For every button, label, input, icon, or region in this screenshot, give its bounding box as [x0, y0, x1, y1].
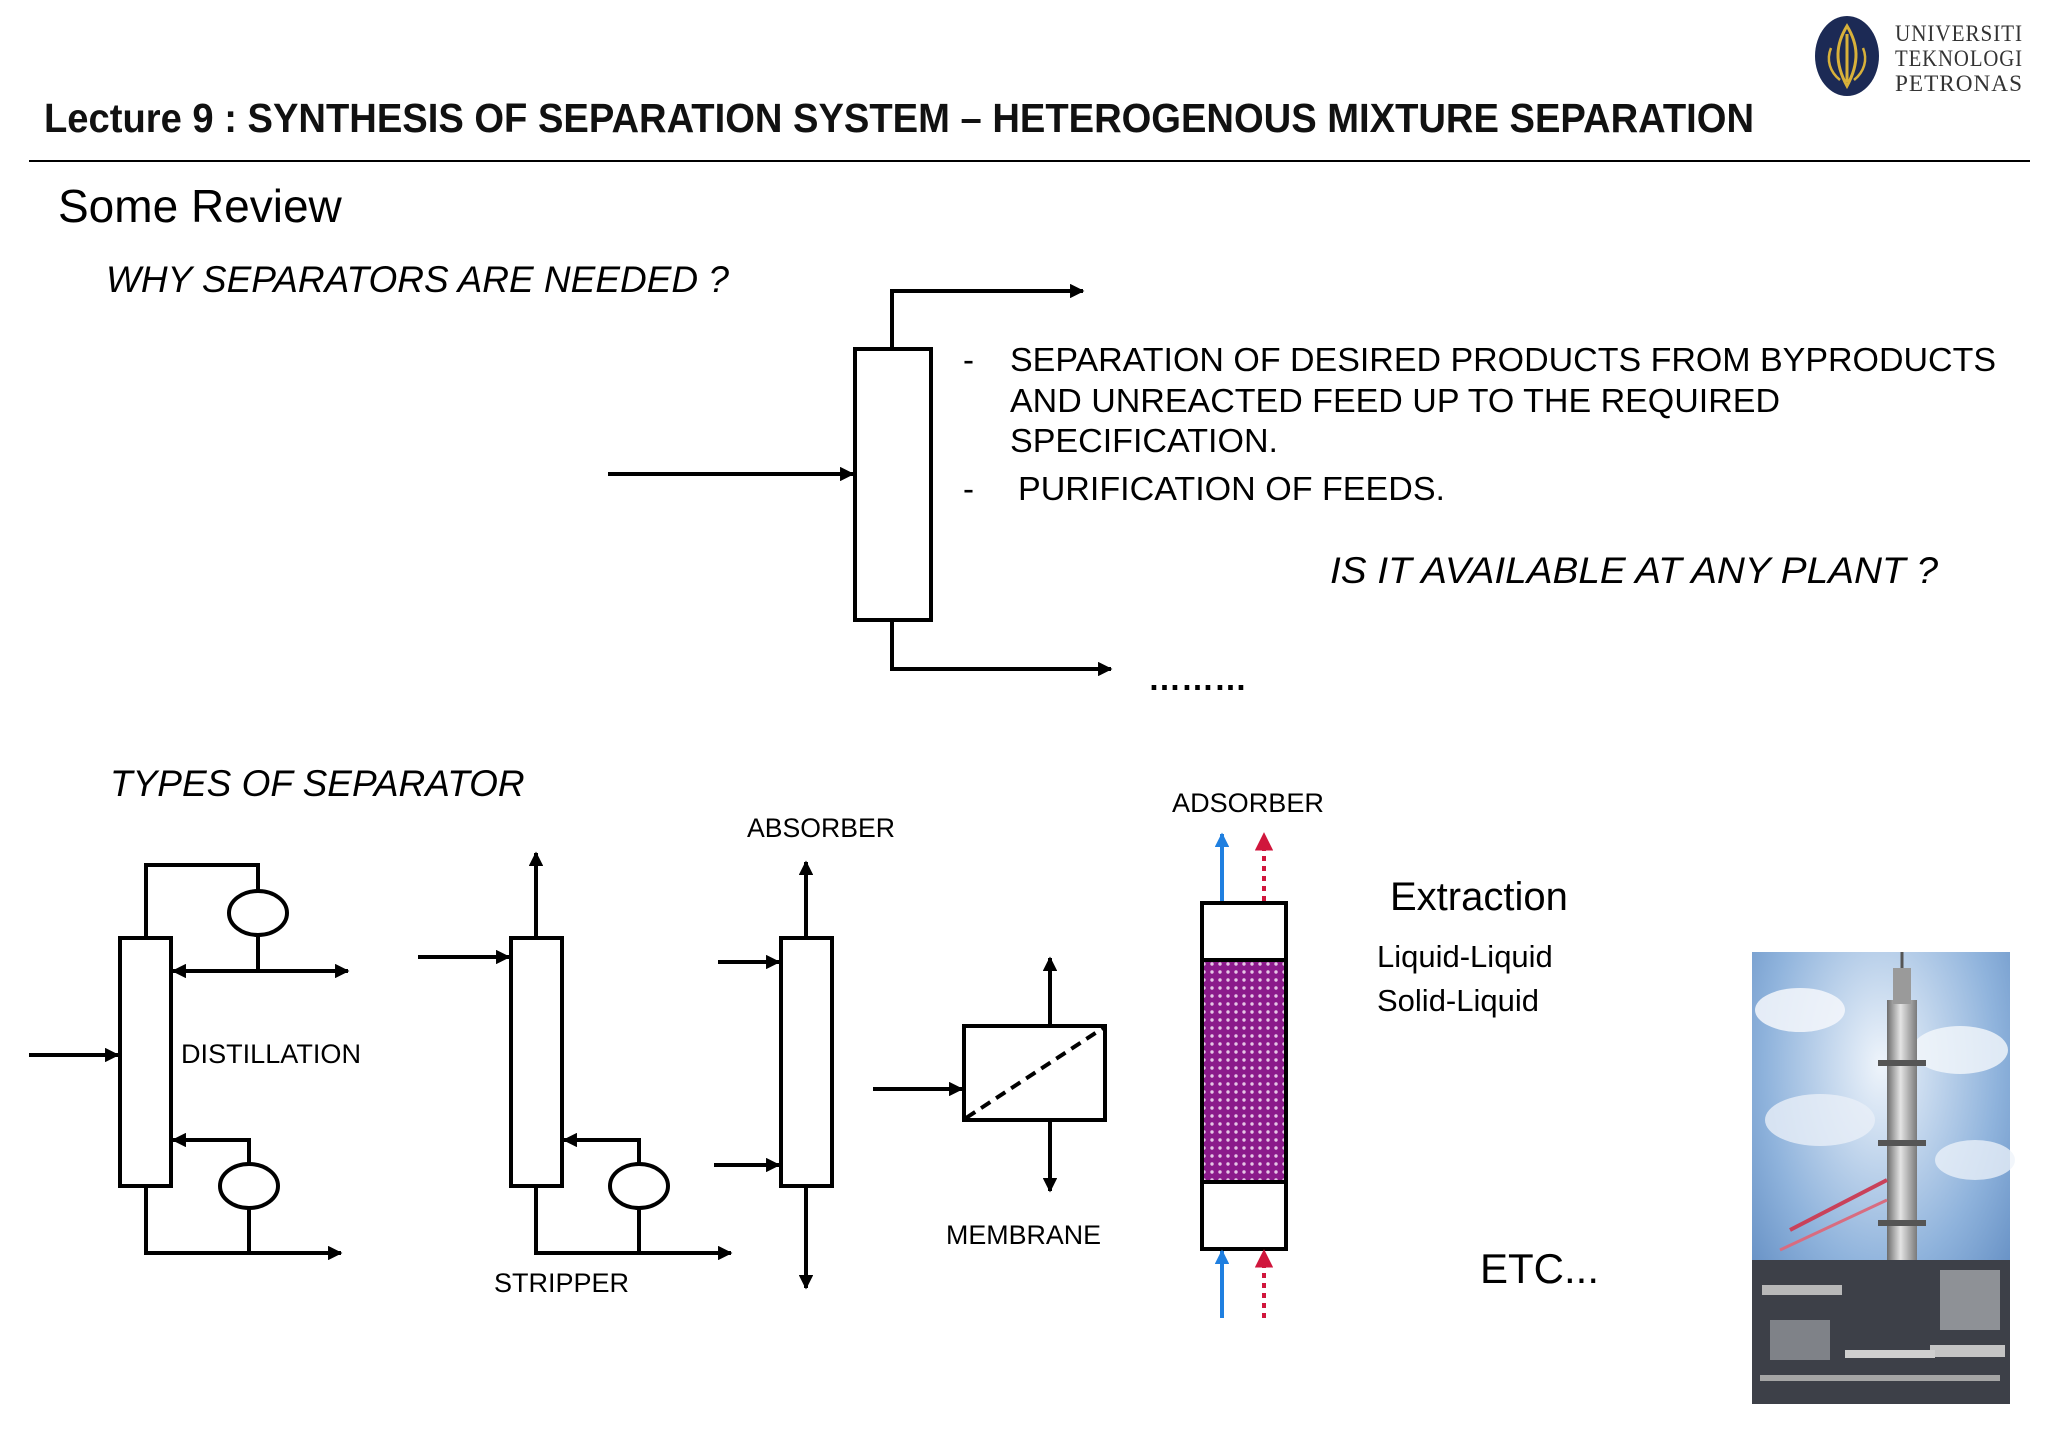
absorber-column [779, 936, 834, 1188]
plant-photo-structure [1762, 1285, 1842, 1295]
plant-photo-structure [1760, 1375, 2000, 1381]
plant-photo-cloud [1935, 1140, 2015, 1180]
plant-photo-pipe [1789, 1178, 1888, 1232]
stripper-column [509, 936, 564, 1188]
review-heading: Some Review [58, 180, 343, 232]
stripper-diagram [418, 851, 733, 1261]
etc-label: ETC... [1480, 1245, 1599, 1292]
plant-photo-platform [1878, 1140, 1926, 1146]
logo-emblem-leaf-right [1853, 47, 1867, 81]
availability-question: IS IT AVAILABLE AT ANY PLANT ? [1330, 550, 1938, 591]
extraction-item-liquid-liquid: Liquid-Liquid [1377, 939, 1553, 974]
condenser-icon [227, 889, 289, 937]
logo-line-1: UNIVERSITI [1895, 21, 2023, 46]
distillation-overhead-line [144, 863, 260, 938]
plant-photo-cloud [1765, 1094, 1875, 1146]
separator-top-product-arrow [890, 283, 1085, 349]
bullet1-line-1: SEPARATION OF DESIRED PRODUCTS FROM BYPR… [1010, 341, 1996, 378]
separator-bottom-product-arrow [890, 620, 1113, 677]
logo-emblem-flame [1836, 23, 1858, 90]
generic-separator [608, 283, 1113, 677]
boilup-line [171, 1132, 251, 1164]
utp-logo: UNIVERSITI TEKNOLOGI PETRONAS [1815, 16, 2023, 96]
plant-photo [1752, 952, 2015, 1404]
review-question: WHY SEPARATORS ARE NEEDED ? [106, 259, 729, 300]
reboiler-icon [218, 1162, 280, 1210]
plant-photo-cloud [1912, 1026, 2008, 1074]
membrane-dashed-line [964, 1026, 1105, 1120]
bullet1-line-2: AND UNREACTED FEED UP TO THE REQUIRED [1010, 382, 1780, 419]
plant-photo-cloud [1755, 988, 1845, 1032]
stripper-label: STRIPPER [494, 1268, 629, 1298]
plant-photo-pipe [1779, 1198, 1888, 1252]
distillation-diagram [29, 863, 350, 1261]
bullet1-line-3: SPECIFICATION. [1010, 422, 1278, 459]
plant-photo-platform [1878, 1060, 1926, 1066]
plant-photo-structure [1940, 1270, 2000, 1330]
ellipsis: ……… [1148, 660, 1247, 697]
extraction-item-solid-liquid: Solid-Liquid [1377, 983, 1539, 1018]
adsorber-packed-bed [1204, 960, 1284, 1182]
adsorber-diagram [1200, 832, 1288, 1318]
distillation-label: DISTILLATION [181, 1039, 361, 1069]
stripper-reboiler-icon [608, 1162, 670, 1210]
bottoms-product-arrow [144, 1186, 343, 1261]
plant-photo-platform [1878, 1220, 1926, 1226]
distillation-column [118, 936, 173, 1188]
separator-column [853, 347, 933, 622]
adsorber-label: ADSORBER [1172, 788, 1324, 818]
membrane-diagram [873, 956, 1107, 1193]
extraction-heading: Extraction [1390, 875, 1568, 919]
types-heading: TYPES OF SEPARATOR [110, 763, 525, 804]
lecture-title: Lecture 9 : SYNTHESIS OF SEPARATION SYST… [44, 95, 1754, 141]
plant-photo-structure [1930, 1345, 2005, 1357]
bullet-dash-2: - [963, 470, 974, 507]
stripper-bottoms-arrow [534, 1186, 733, 1261]
bullet2-text: PURIFICATION OF FEEDS. [1018, 470, 1445, 507]
plant-photo-structure [1845, 1350, 1935, 1358]
logo-line-3: PETRONAS [1895, 71, 2023, 96]
absorber-diagram [714, 860, 834, 1290]
logo-emblem-leaf-left [1827, 47, 1841, 81]
plant-photo-structure [1770, 1320, 1830, 1360]
plant-photo-tower-top [1893, 968, 1911, 1004]
logo-line-2: TEKNOLOGI [1895, 46, 2023, 71]
membrane-label: MEMBRANE [946, 1220, 1101, 1250]
stripper-boilup-line [562, 1132, 641, 1164]
absorber-label: ABSORBER [747, 813, 895, 843]
bullet-dash-1: - [963, 341, 974, 378]
